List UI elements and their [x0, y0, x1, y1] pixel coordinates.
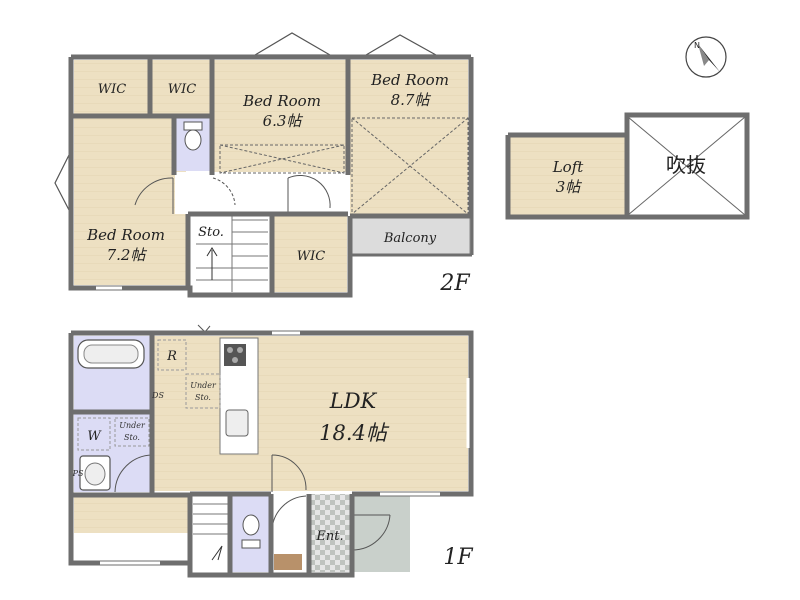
toilet-icon — [241, 514, 261, 549]
room-wic-right — [152, 60, 210, 115]
room-wic-left — [74, 60, 150, 115]
gable-mark — [363, 34, 439, 56]
compass-icon: N — [685, 36, 727, 78]
room-lower-left-white — [74, 533, 188, 560]
label-wic-right: WIC — [168, 82, 196, 97]
label-bedroom-63-size: 6.3帖 — [263, 112, 304, 130]
hall-2f — [175, 172, 347, 214]
stair-treads — [196, 216, 268, 292]
label-storage: Sto. — [198, 225, 224, 240]
label-bedroom-72-size: 7.2帖 — [107, 246, 148, 264]
toilet-icon — [183, 121, 203, 151]
room-bedroom-63 — [214, 60, 346, 174]
sink-icon — [225, 409, 249, 437]
label-under-storage-b1: Under — [119, 421, 146, 430]
loft-floor: Loft 3帖 吹抜 — [505, 112, 750, 220]
gable-mark — [252, 32, 333, 56]
refrigerator-space — [157, 339, 187, 371]
floor-label-2f: 2F — [439, 271, 470, 296]
under-storage-box — [114, 417, 150, 447]
label-ldk-size: 18.4帖 — [319, 421, 390, 445]
label-refrigerator: R — [166, 349, 177, 364]
label-ds: DS — [151, 391, 164, 400]
room-ldk — [154, 336, 468, 491]
label-bedroom-87-size: 8.7帖 — [391, 91, 432, 109]
entrance-porch — [352, 494, 410, 572]
walls-1f — [68, 330, 474, 578]
label-entrance: Ent. — [315, 529, 343, 544]
door-swings-2f — [134, 174, 331, 214]
under-storage-box — [185, 373, 221, 409]
label-bedroom-72-name: Bed Room — [86, 226, 165, 244]
room-entrance — [310, 494, 350, 572]
room-loft — [510, 137, 625, 215]
label-loft-size: 3帖 — [556, 178, 583, 196]
label-loft-name: Loft — [552, 158, 585, 176]
gable-mark — [54, 154, 70, 211]
label-bedroom-63-name: Bed Room — [242, 92, 321, 110]
shoe-storage — [274, 554, 302, 570]
first-floor: LDK 18.4帖 R Under Sto. Under Sto. DS W P… — [68, 286, 474, 578]
floor-label-1f: 1F — [443, 545, 473, 570]
label-bedroom-87-name: Bed Room — [370, 71, 449, 89]
second-floor: WIC WIC Bed Room 6.3帖 Bed Room 8.7帖 Bed … — [54, 32, 474, 298]
stair-1f — [193, 494, 229, 572]
stair-treads — [193, 503, 229, 535]
label-under-storage-a2: Sto. — [195, 393, 211, 402]
room-lower-left — [74, 497, 188, 533]
windows — [96, 286, 470, 565]
label-under-storage-a1: Under — [190, 381, 217, 390]
washer-space — [77, 417, 111, 451]
label-wic-lower: WIC — [297, 249, 325, 264]
label-wic-left: WIC — [98, 82, 126, 97]
stair-2f — [192, 216, 270, 292]
stair-arrow — [211, 545, 223, 561]
label-under-storage-b2: Sto. — [124, 433, 140, 442]
label-ldk-name: LDK — [329, 389, 378, 413]
void-area — [219, 144, 345, 174]
label-void: 吹抜 — [666, 153, 706, 177]
room-balcony — [349, 217, 471, 255]
room-bedroom-72 — [74, 117, 186, 285]
compass-north-label: N — [694, 41, 700, 50]
room-bedroom-87 — [350, 60, 468, 214]
label-balcony: Balcony — [383, 231, 437, 246]
label-ps: PS — [72, 469, 84, 478]
room-wic-lower — [273, 216, 347, 292]
label-washer: W — [87, 429, 102, 444]
